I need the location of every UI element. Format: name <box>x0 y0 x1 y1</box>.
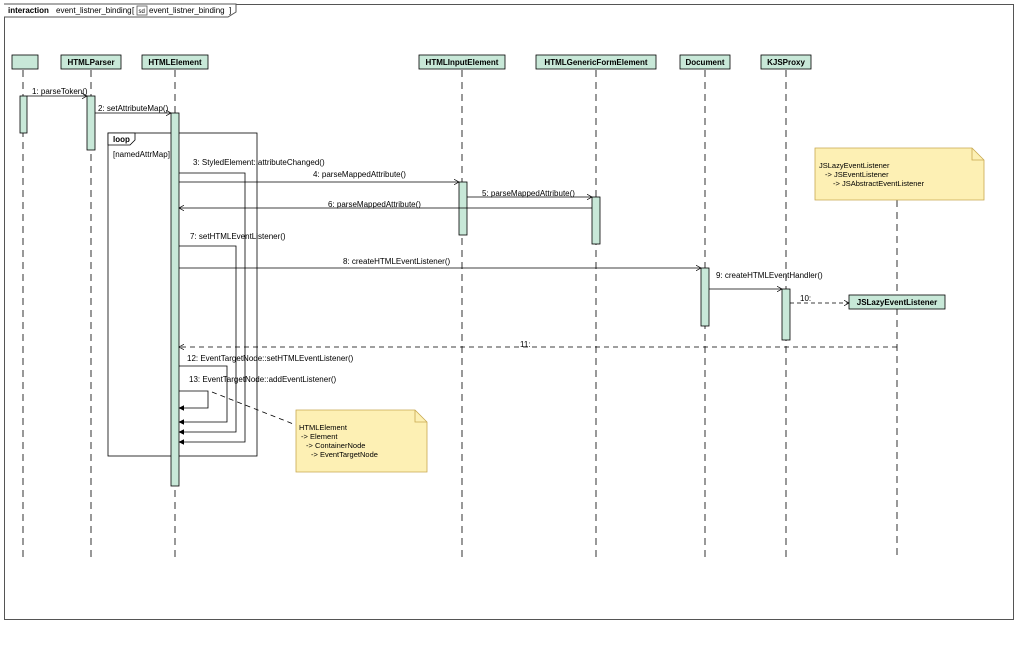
lifeline-htmlinputelement-label: HTMLInputElement <box>426 58 499 67</box>
message-2-label: 2: setAttributeMap() <box>98 104 169 113</box>
svg-text:sd: sd <box>139 9 145 15</box>
note2-line1: HTMLElement <box>299 423 348 432</box>
lifeline-kjsproxy[interactable] <box>760 54 812 70</box>
lifeline-jslazyeventlistener-label: JSLazyEventListener <box>857 298 937 307</box>
message-labels: 1: parseToken() 2: setAttributeMap() 3: … <box>32 87 823 384</box>
lifeline-htmlparser[interactable] <box>60 54 122 70</box>
message-3-label: 3: StyledElement::attributeChanged() <box>193 158 325 167</box>
lifeline-htmlparser-label: HTMLParser <box>67 58 114 67</box>
message-lines <box>27 96 897 445</box>
lifeline-htmlgenericformelement-label: HTMLGenericFormElement <box>544 58 647 67</box>
loop-fragment: loop [namedAttrMap] <box>107 132 258 457</box>
activation-anon <box>19 95 28 134</box>
activation-bars <box>19 95 791 487</box>
lifeline-document[interactable] <box>679 54 731 70</box>
message-1-label: 1: parseToken() <box>32 87 88 96</box>
note2-anchor-line <box>211 391 297 426</box>
note-jslazyeventlistener: JSLazyEventListener -> JSEventListener -… <box>814 147 985 201</box>
loop-guard: [namedAttrMap] <box>113 150 170 159</box>
note1-line1: JSLazyEventListener <box>819 161 890 170</box>
message-12-label: 12: EventTargetNode::setHTMLEventListene… <box>187 354 354 363</box>
note-htmlelement: HTMLElement -> Element -> ContainerNode … <box>211 391 428 473</box>
activation-htmlelement <box>170 112 180 487</box>
message-7-label: 7: setHTMLEventListener() <box>190 232 286 241</box>
lifeline-heads: HTMLParser HTMLElement HTMLInputElement … <box>11 54 946 310</box>
svg-text:[: [ <box>132 6 135 15</box>
lifeline-kjsproxy-label: KJSProxy <box>767 58 805 67</box>
lifeline-htmlinputelement[interactable] <box>418 54 506 70</box>
message-13-line <box>178 390 209 411</box>
lifeline-document-label: Document <box>685 58 724 67</box>
frame-ref-label: event_listner_binding <box>149 6 225 15</box>
activation-kjsproxy <box>781 288 791 341</box>
interaction-ref-icon <box>136 5 148 16</box>
activation-htmlparser <box>86 95 96 151</box>
note2-line3: -> ContainerNode <box>306 441 365 450</box>
note2-line4: -> EventTargetNode <box>311 450 378 459</box>
note2-line2: -> Element <box>301 432 338 441</box>
interaction-frame <box>4 4 1014 620</box>
lifeline-lines <box>22 70 898 560</box>
lifeline-anon[interactable] <box>11 54 39 70</box>
note1-line2: -> JSEventListener <box>825 170 889 179</box>
note1-line3: -> JSAbstractEventListener <box>833 179 925 188</box>
message-3-line <box>178 172 246 445</box>
message-9-label: 9: createHTMLEventHandler() <box>716 271 823 280</box>
lifeline-htmlelement[interactable] <box>141 54 209 70</box>
frame-name: event_listner_binding <box>56 6 132 15</box>
svg-text:]: ] <box>229 6 231 15</box>
message-11-label: 11: <box>520 340 531 349</box>
lifeline-htmlgenericformelement[interactable] <box>535 54 657 70</box>
message-10-label: 10: <box>800 294 811 303</box>
message-13-label: 13: EventTargetNode::addEventListener() <box>189 375 337 384</box>
message-7-line <box>178 245 237 435</box>
frame-keyword: interaction <box>8 6 49 15</box>
activation-document <box>700 267 710 327</box>
activation-htmlgenericformelement <box>591 196 601 245</box>
loop-keyword: loop <box>113 135 130 144</box>
activation-htmlinputelement <box>458 181 468 236</box>
message-4-label: 4: parseMappedAttribute() <box>313 170 406 179</box>
message-8-label: 8: createHTMLEventListener() <box>343 257 450 266</box>
message-6-label: 6: parseMappedAttribute() <box>328 200 421 209</box>
message-5-label: 5: parseMappedAttribute() <box>482 189 575 198</box>
frame-title-tab: interaction event_listner_binding [ sd e… <box>4 3 237 18</box>
lifeline-htmlelement-label: HTMLElement <box>148 58 202 67</box>
message-12-line <box>178 365 228 425</box>
